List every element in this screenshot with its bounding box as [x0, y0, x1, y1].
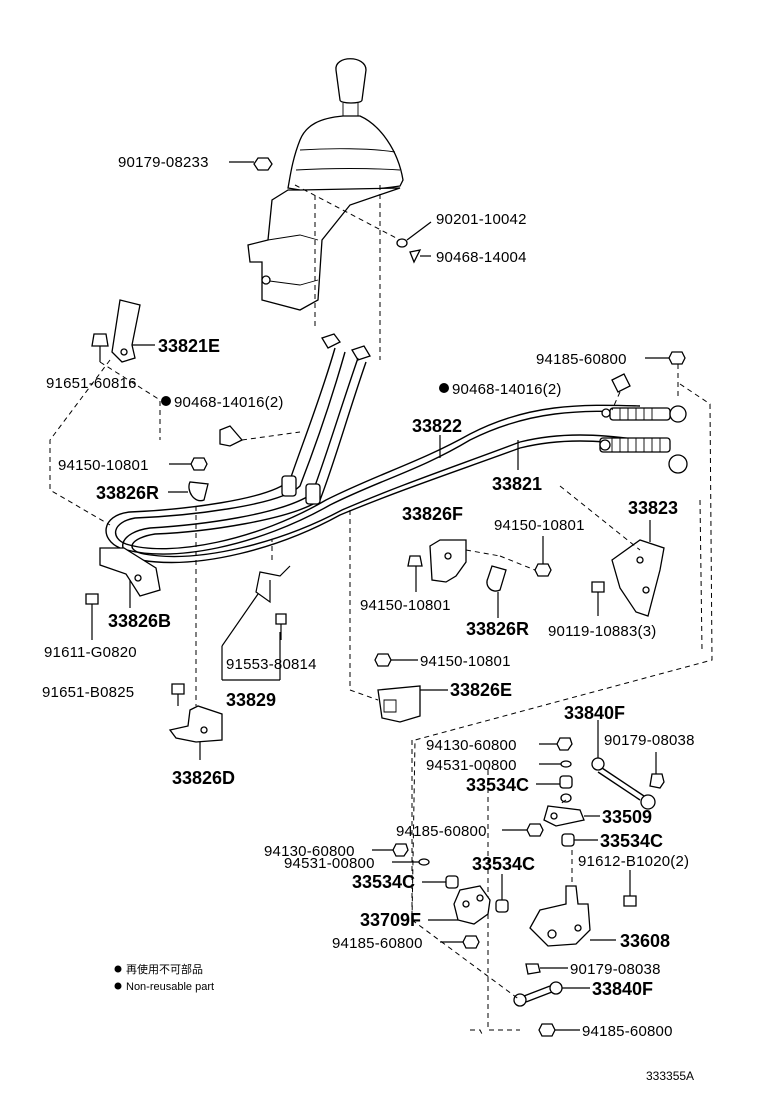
nut-94185-60800-mid: [502, 823, 544, 837]
label-94185-60800-bottom: 94185-60800: [582, 1023, 673, 1040]
label-94531-00800-lower: 94531-00800: [284, 855, 375, 872]
nut-94130-60800-upper: [539, 737, 573, 751]
legend-bullet-en: [114, 982, 122, 990]
clip-33829: [221, 540, 291, 681]
washer-94531-00800-lower: [392, 858, 430, 866]
label-91651-B0825: 91651-B0825: [42, 684, 134, 701]
label-90468-14016-right: 90468-14016(2): [452, 381, 562, 398]
label-33509: 33509: [602, 807, 652, 827]
label-33826R-left: 33826R: [96, 483, 159, 503]
label-33826F: 33826F: [402, 504, 463, 524]
label-90179-08038-upper: 90179-08038: [604, 732, 695, 749]
label-33840F-upper: 33840F: [564, 703, 625, 723]
nut-94130-60800-lower: [372, 843, 409, 857]
nut-94185-60800-top: [645, 351, 686, 400]
nut-94185-60800-bottom: [538, 1023, 580, 1037]
nut-94185-60800-lower: [440, 935, 480, 949]
label-33840F-lower: 33840F: [592, 979, 653, 999]
bolt-91651-B0825: [171, 683, 185, 706]
non-reusable-marker: [439, 383, 449, 393]
rod-33840F-lower: [513, 981, 590, 1007]
label-90468-14016-left: 90468-14016(2): [174, 394, 284, 411]
bracket-33608: [529, 885, 616, 947]
label-33534C-left: 33534C: [352, 872, 415, 892]
label-33829: 33829: [226, 690, 276, 710]
bracket-33826B: [99, 547, 161, 608]
bracket-33826D: [168, 705, 223, 760]
label-90201-10042: 90201-10042: [436, 211, 527, 228]
label-33709F: 33709F: [360, 910, 421, 930]
bolt-91612-B1020: [623, 870, 637, 907]
label-90179-08038-lower: 90179-08038: [570, 961, 661, 978]
legend: 再使用不可部品 Non-reusable part: [114, 962, 214, 993]
nut-94150-10801-right: [534, 536, 552, 577]
label-94130-60800-upper: 94130-60800: [426, 737, 517, 754]
screw-91553-80814: [275, 613, 287, 640]
label-33534C-right: 33534C: [600, 831, 663, 851]
rod-33840F-upper: [591, 720, 656, 810]
label-33823: 33823: [628, 498, 678, 518]
label-94150-10801-right: 94150-10801: [494, 517, 585, 534]
nut-90179-08038-lower: [525, 963, 568, 975]
label-90179-08233: 90179-08233: [118, 154, 209, 171]
nut-94150-10801-left: [169, 457, 208, 471]
nut-90179-08233: [229, 157, 273, 171]
label-94150-10801-mid: 94150-10801: [360, 597, 451, 614]
label-94531-00800-upper: 94531-00800: [426, 757, 517, 774]
clip-90468-14004: [409, 249, 431, 264]
label-91651-60816: 91651-60816: [46, 375, 137, 392]
lever-33709F: [428, 885, 491, 925]
bracket-33826E: [377, 685, 448, 723]
label-94150-10801-left: 94150-10801: [58, 457, 149, 474]
part-labels: 90179-08233 90201-10042 90468-14004 3382…: [42, 154, 695, 1040]
clamp-33826R-left: [168, 481, 209, 502]
label-91611-G0820: 91611-G0820: [44, 644, 137, 661]
label-33821E: 33821E: [158, 336, 220, 356]
bracket-33826F: [407, 539, 467, 592]
label-94185-60800-top: 94185-60800: [536, 351, 627, 368]
bushing-33534C-upper: [536, 775, 573, 803]
clip-90468-14016-left: [219, 425, 244, 447]
bolt-91611-G0820: [85, 593, 99, 640]
clip-90468-14016-right: [611, 373, 631, 411]
label-33826E: 33826E: [450, 680, 512, 700]
nut-94150-10801-bottom: [374, 653, 418, 667]
shift-cables: [105, 347, 688, 564]
label-33826B: 33826B: [108, 611, 171, 631]
label-33534C-center: 33534C: [472, 854, 535, 874]
label-94185-60800-mid: 94185-60800: [396, 823, 487, 840]
non-reusable-marker: [161, 396, 171, 406]
bracket-33821E: [91, 299, 155, 363]
label-94185-60800-lower: 94185-60800: [332, 935, 423, 952]
bushing-33534C-center: [495, 874, 509, 913]
label-33608: 33608: [620, 931, 670, 951]
clamp-33826R-right: [486, 565, 507, 618]
label-94130-60800-lower: 94130-60800: [264, 843, 355, 860]
label-91553-80814: 91553-80814: [226, 656, 317, 673]
legend-bullet-jp: [114, 965, 122, 973]
label-33826D: 33826D: [172, 768, 235, 788]
legend-text-en: Non-reusable part: [126, 981, 214, 993]
washer-90201-10042: [396, 221, 432, 248]
label-33821: 33821: [492, 474, 542, 494]
label-94150-10801-bottom: 94150-10801: [420, 653, 511, 670]
bushing-33534C-right: [561, 833, 598, 847]
nut-90179-08038-upper: [649, 752, 665, 789]
illustration-code: 333355A: [646, 1069, 694, 1083]
label-33822: 33822: [412, 416, 462, 436]
label-91612-B1020: 91612-B1020(2): [578, 853, 689, 870]
label-33534C-upper: 33534C: [466, 775, 529, 795]
label-90119-10883: 90119-10883(3): [548, 623, 656, 640]
bracket-33823: [611, 520, 665, 617]
label-33826R-right: 33826R: [466, 619, 529, 639]
washer-94531-00800-upper: [539, 760, 572, 768]
label-90468-14004: 90468-14004: [436, 249, 527, 266]
bolt-90119-10883: [591, 581, 605, 616]
bushing-33534C-left: [422, 875, 459, 889]
shift-lever-assembly: [247, 58, 404, 361]
legend-text-jp: 再使用不可部品: [126, 962, 203, 976]
lever-33509: [543, 805, 600, 827]
